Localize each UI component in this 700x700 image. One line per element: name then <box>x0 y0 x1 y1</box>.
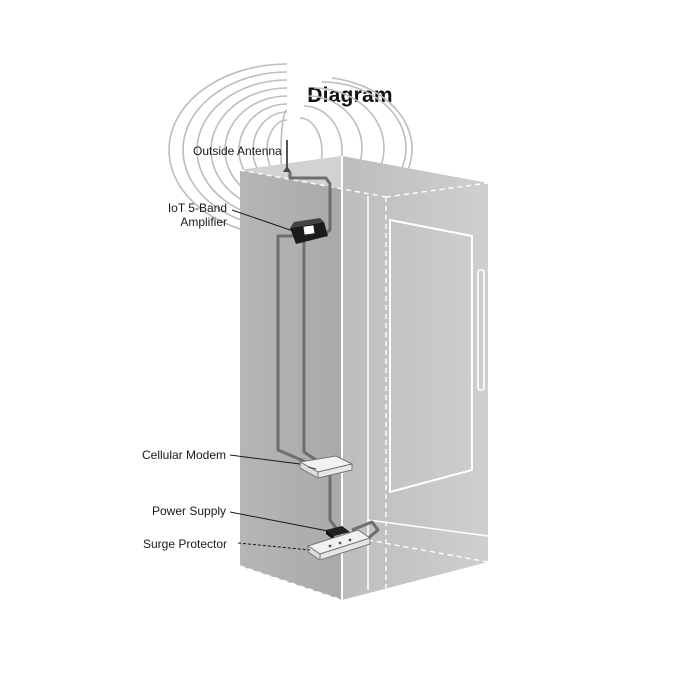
signal-ring-8 <box>182 71 288 229</box>
hidden-edges <box>239 169 489 601</box>
leader-power-supply <box>229 511 329 532</box>
cellular-modem-icon <box>298 455 354 479</box>
antenna-icon <box>283 140 291 172</box>
cabinet-front-panel <box>342 156 488 600</box>
label-surge-protector: Surge Protector <box>143 537 228 551</box>
cabinet-side-panel <box>240 156 342 600</box>
door-handle <box>477 269 485 391</box>
cable-modem-power <box>328 474 338 529</box>
label-amplifier-line1: IoT 5-Band <box>167 201 227 215</box>
label-amplifier: IoT 5-Band Amplifier <box>160 201 227 229</box>
label-amplifier-line2: Amplifier <box>180 215 227 229</box>
label-cellular-modem: Cellular Modem <box>142 448 227 462</box>
label-outside-antenna: Outside Antenna <box>193 144 282 158</box>
cable-power-surge <box>351 520 380 542</box>
cable-amplifier-modem-a <box>276 234 307 464</box>
leader-lines <box>229 209 329 551</box>
signal-ring-9 <box>168 63 288 237</box>
cable-amplifier-modem-b <box>302 242 317 462</box>
leader-surge <box>237 542 311 551</box>
surge-protector-icon <box>306 529 372 561</box>
power-supply-icon <box>326 526 350 540</box>
cable-antenna-amplifier <box>288 172 332 238</box>
label-power-supply: Power Supply <box>152 504 227 518</box>
leader-modem <box>229 454 301 465</box>
leader-amplifier <box>231 209 297 233</box>
cabinet-door <box>389 218 473 494</box>
amplifier-icon <box>290 218 328 244</box>
cables <box>276 172 380 542</box>
